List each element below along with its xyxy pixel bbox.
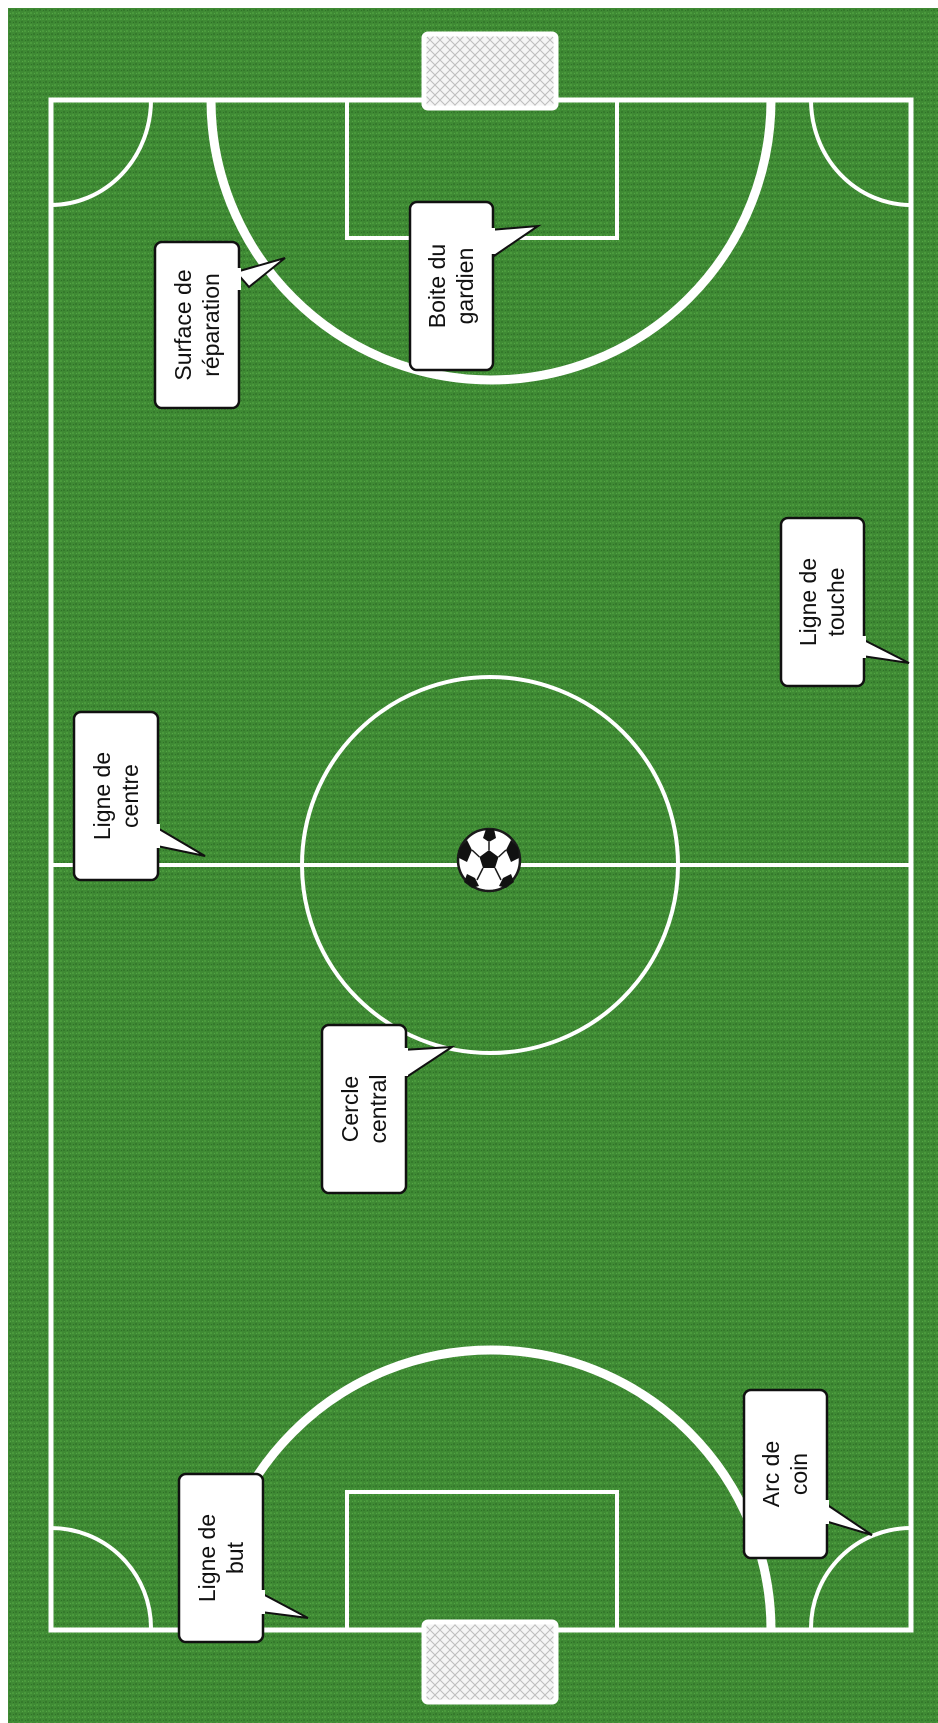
callout-label-line-1: Cercle — [337, 1076, 363, 1142]
soccer-ball-icon — [458, 829, 520, 891]
callout-label-line-2: but — [222, 1541, 248, 1574]
callout-label-line-1: Surface de — [170, 269, 196, 380]
callout-label-line-1: Ligne de — [89, 752, 115, 840]
callout-label-line-1: Arc de — [758, 1441, 784, 1507]
goal-net-icon — [424, 34, 556, 108]
goal-net-icon — [424, 1622, 556, 1702]
callout-label-line-1: Ligne de — [795, 558, 821, 646]
callout-label-line-2: coin — [786, 1453, 812, 1495]
callout-label-line-1: Ligne de — [194, 1514, 220, 1602]
callout-label-line-2: centre — [117, 764, 143, 828]
callout-label-line-2: central — [365, 1074, 391, 1143]
callout-label-line-2: gardien — [452, 248, 478, 325]
callout-label-line-1: Boite du — [424, 244, 450, 328]
callout-label-line-2: réparation — [198, 273, 224, 377]
callout-label-line-2: touche — [823, 567, 849, 636]
